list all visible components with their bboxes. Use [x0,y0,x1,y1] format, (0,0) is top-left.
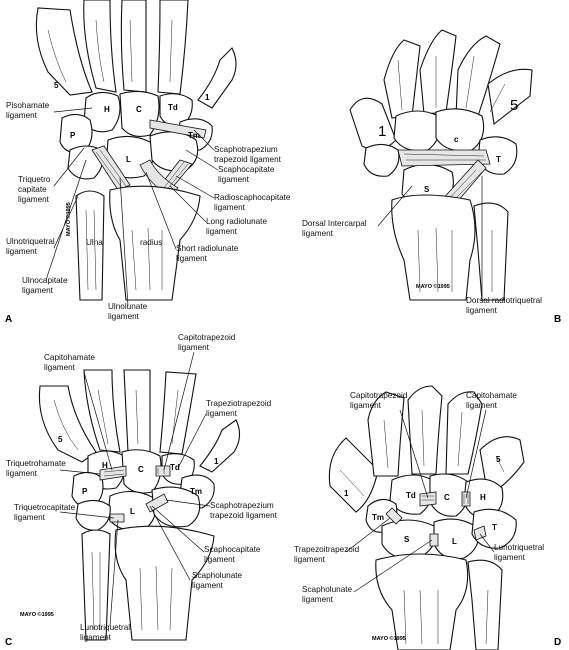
panel-a-radius-label: radius [140,238,162,247]
panel-d-forearm [375,553,503,650]
panel-a-leader-lines [45,107,219,307]
panel-d-carpals [365,473,517,560]
panel-d-bone-td: Td [406,491,416,500]
panel-d-bone-s: S [404,535,410,544]
panel-c-bone-td: Td [170,463,180,472]
panel-a: 5 1 H C Td Tm P L Ulna radius Pisohamate… [5,0,291,325]
panel-a-forearm [75,185,201,301]
panel-b-bone-c: c [454,135,459,144]
panel-c-forearm [81,525,215,641]
panel-c-letter: C [5,637,12,648]
panel-d-ligaments [385,491,487,547]
panel-b-signature: MAYO ©1995 [416,283,450,290]
panel-c-bone-5: 5 [58,435,63,444]
panel-a-bone-tm: Tm [188,131,200,140]
panel-c-metacarpals [38,369,241,473]
panel-a-bone-p: P [70,131,76,140]
panel-b-bone-s: S [424,185,430,194]
panel-a-bone-1: 1 [205,93,210,102]
panel-d-letter: D [554,637,561,648]
panel-a-bone-td: Td [168,103,178,112]
panel-b-ligaments [397,149,491,209]
panel-b-bone-5: 5 [510,97,518,114]
panel-c-bone-tm: Tm [190,487,202,496]
panel-b-leader-lines [377,176,483,298]
panel-c-bone-h: H [102,461,108,470]
panel-c-leader-lines [59,351,211,627]
panel-d-signature: MAYO ©1995 [372,635,406,642]
panel-d-bone-c: C [444,493,450,502]
panel-c-bone-c: C [138,465,144,474]
panel-d-bone-l: L [452,537,457,546]
panel-c-bone-1: 1 [214,457,219,466]
panel-c-bone-p: P [82,487,88,496]
panel-b-letter: B [554,314,561,325]
panel-a-bone-h: H [104,105,110,114]
panel-a-bone-5: 5 [54,81,59,90]
panel-b-bone-t: T [496,155,501,164]
panel-a-metacarpals [35,0,237,109]
panel-d-leader-lines [345,409,495,593]
panel-a-letter: A [5,314,12,325]
panel-c-ligaments [99,465,171,523]
panel-a-bone-l: L [126,155,131,164]
panel-c-signature: MAYO ©1995 [20,611,54,618]
panel-d-bone-t: T [492,523,497,532]
panel-a-bone-c: C [136,105,142,114]
panel-d-bone-1: 1 [344,489,349,498]
panel-d-metacarpals [328,385,525,513]
panel-d-bone-5: 5 [496,455,501,464]
panel-d-bone-tm: Tm [372,513,384,522]
panel-c-bone-l: L [130,507,135,516]
panel-b-bone-1: 1 [378,123,386,140]
panel-b-forearm [391,194,509,301]
panel-a-signature: MAYO ©1995 [65,202,72,236]
panel-a-ulna-label: Ulna [86,238,103,247]
panel-b-metacarpals [349,29,533,151]
panel-d-bone-h: H [480,493,486,502]
